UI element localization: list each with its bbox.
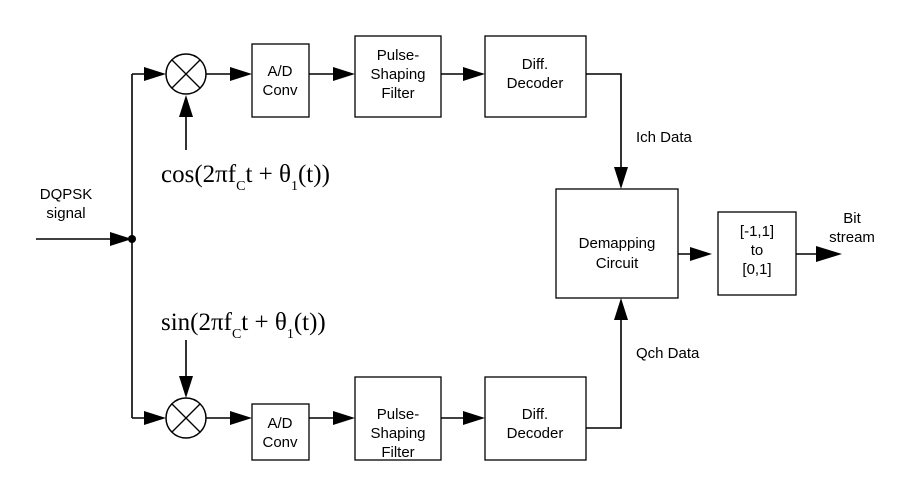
demap-label-2: Circuit <box>596 255 639 272</box>
q-mixer-cross-b <box>171 403 201 433</box>
arrowheads <box>110 67 842 425</box>
q-mixer <box>165 397 207 439</box>
i-diff-decoder-box <box>484 35 587 118</box>
output-label-2: stream <box>829 229 875 246</box>
arrow-q-mixer-in <box>144 411 166 425</box>
i-psf-label-1: Pulse- <box>377 47 420 64</box>
convert-label-3: [0,1] <box>742 261 771 278</box>
arrow-i-psf-in <box>333 67 355 81</box>
q-osc-sub-c: C <box>232 327 241 342</box>
qch-data-label: Qch Data <box>636 345 700 362</box>
q-ad-label-2: Conv <box>262 434 298 451</box>
i-oscillator-formula: cos(2πfCt + θ1(t)) <box>161 161 330 194</box>
convert-label-1: [-1,1] <box>740 223 774 240</box>
i-ad-label-1: A/D <box>267 63 292 80</box>
i-pulse-shaping-box <box>354 35 442 118</box>
arrow-i-mixer-in <box>144 67 166 81</box>
q-psf-label-1: Pulse- <box>377 406 420 423</box>
convert-range-box <box>717 211 797 296</box>
q-osc-end: (t)) <box>294 309 326 336</box>
i-mixer-cross-b <box>171 59 201 89</box>
i-mixer <box>165 53 207 95</box>
demapping-circuit-box <box>555 188 679 299</box>
q-pulse-shaping-box <box>354 376 442 461</box>
i-osc-sub-c: C <box>236 179 245 194</box>
arrow-i-dec-in <box>463 67 485 81</box>
q-osc-mid: t + θ <box>241 309 287 336</box>
arrow-output <box>816 246 842 262</box>
ich-data-label: Ich Data <box>636 129 693 146</box>
output-label-1: Bit <box>843 210 861 227</box>
q-osc-main: sin(2πf <box>161 309 233 336</box>
arrow-input <box>110 232 132 246</box>
q-dec-label-1: Diff. <box>522 406 548 423</box>
arrow-demap-bottom-in <box>614 298 628 320</box>
i-dec-label-1: Diff. <box>522 56 548 73</box>
arrow-i-osc-in <box>179 95 193 117</box>
arrow-convert-in <box>690 247 712 261</box>
arrow-i-ad-in <box>230 67 252 81</box>
q-dec-to-demap-wire <box>586 310 622 429</box>
input-label-1: DQPSK <box>40 186 93 203</box>
q-psf-label-2: Shaping <box>370 425 425 442</box>
i-dec-label-2: Decoder <box>507 75 564 92</box>
i-osc-end: (t)) <box>298 161 330 188</box>
i-osc-main: cos(2πf <box>161 161 237 188</box>
convert-label-2: to <box>751 242 764 259</box>
i-psf-label-2: Shaping <box>370 66 425 83</box>
i-ad-conv-box <box>251 43 310 118</box>
arrow-q-dec-in <box>463 411 485 425</box>
i-osc-sub-1: 1 <box>291 179 298 194</box>
q-osc-sub-1: 1 <box>287 327 294 342</box>
q-oscillator-formula: sin(2πfCt + θ1(t)) <box>161 309 326 342</box>
wires <box>36 73 828 429</box>
i-dec-to-demap-wire <box>586 73 622 176</box>
q-ad-conv-box <box>251 403 310 461</box>
q-ad-label-1: A/D <box>267 415 292 432</box>
arrow-demap-top-in <box>614 167 628 189</box>
q-diff-decoder-box <box>484 376 587 461</box>
demap-label-1: Demapping <box>579 235 656 252</box>
i-psf-label-3: Filter <box>381 85 414 102</box>
arrow-q-ad-in <box>230 411 252 425</box>
i-osc-mid: t + θ <box>245 161 291 188</box>
i-ad-label-2: Conv <box>262 82 298 99</box>
arrow-q-psf-in <box>333 411 355 425</box>
arrow-q-osc-in <box>179 376 193 398</box>
input-label-2: signal <box>46 205 85 222</box>
q-psf-label-3: Filter <box>381 444 414 461</box>
q-dec-label-2: Decoder <box>507 425 564 442</box>
